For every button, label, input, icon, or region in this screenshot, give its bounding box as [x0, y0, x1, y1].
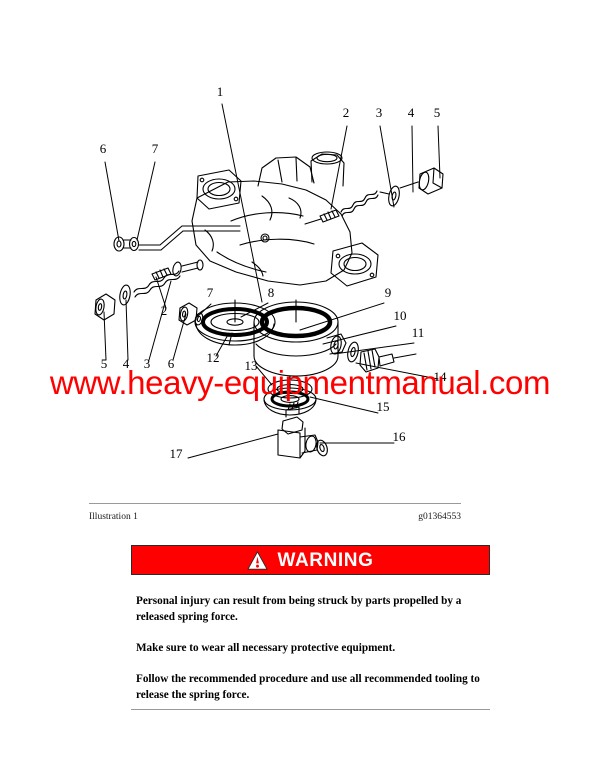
warning-title: WARNING [277, 549, 374, 571]
callout-number: 11 [412, 325, 425, 340]
callout-number: 7 [207, 285, 214, 300]
callout-number: 17 [170, 446, 184, 461]
callout-number: 15 [377, 399, 390, 414]
callout-number: 4 [408, 105, 415, 120]
callout-number: 5 [434, 105, 441, 120]
callout-number: 13 [245, 358, 258, 373]
warning-paragraph: Make sure to wear all necessary protecti… [136, 641, 396, 654]
callout-number: 14 [434, 369, 448, 384]
callout-number: 3 [376, 105, 383, 120]
callout-number: 1 [217, 84, 224, 99]
warning-paragraph: Personal injury can result from being st… [136, 595, 462, 623]
warning-banner: WARNING [131, 545, 490, 575]
warning-block: WARNING Personal injury can result from … [131, 545, 490, 704]
callout-number: 5 [101, 356, 108, 371]
footer-divider [131, 709, 490, 710]
callout-number: 4 [123, 356, 130, 371]
callout-number: 8 [268, 285, 275, 300]
callout-number: 16 [393, 429, 407, 444]
caption-divider [89, 503, 461, 504]
callout-number: 3 [144, 356, 151, 371]
callout-number: 6 [100, 141, 107, 156]
warning-triangle-icon [247, 550, 269, 570]
callout-number: 10 [394, 308, 407, 323]
callout-number: 7 [152, 141, 159, 156]
callout-number: 2 [343, 105, 350, 120]
warning-paragraph: Follow the recommended procedure and use… [136, 672, 480, 701]
graphic-id: g01364553 [418, 512, 461, 522]
callout-number: 2 [161, 303, 168, 318]
callout-number: 9 [385, 285, 392, 300]
illustration-caption: Illustration 1 g01364553 [89, 512, 461, 528]
warning-body: Personal injury can result from being st… [131, 594, 486, 704]
callout-number: 6 [168, 356, 175, 371]
illustration-label: Illustration 1 [89, 512, 138, 522]
callout-number: 12 [207, 350, 220, 365]
